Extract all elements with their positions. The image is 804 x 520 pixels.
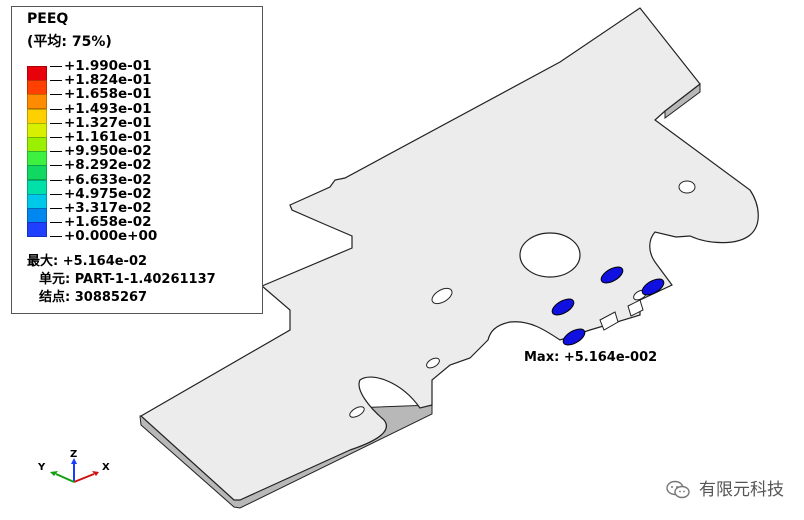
slot-small [426, 357, 440, 369]
tick-label: +1.658e-02 [50, 214, 152, 231]
notch-2 [627, 299, 644, 317]
element-id: 单元: PART-1-1.40261137 [39, 272, 216, 287]
color-scale [27, 66, 47, 246]
scale-band [27, 208, 47, 223]
tick-label: +6.633e-02 [50, 171, 152, 188]
small-hole [678, 180, 696, 194]
scale-band [27, 222, 47, 238]
tick-label: +4.975e-02 [50, 185, 152, 202]
max-value: 最大: +5.164e-02 [27, 254, 148, 269]
tick-label: +3.317e-02 [50, 200, 152, 216]
scale-band [27, 108, 47, 124]
plate-top [139, 7, 759, 501]
axis-x-label: X [102, 462, 110, 473]
tick-label: +1.161e-01 [50, 129, 152, 145]
tick-label: +1.327e-01 [50, 114, 152, 131]
scale-band [27, 165, 47, 181]
watermark: 有限元科技 [665, 475, 784, 500]
watermark-text: 有限元科技 [699, 480, 784, 500]
axis-z-label: Z [70, 449, 77, 460]
scale-band [27, 193, 47, 209]
scale-band [27, 151, 47, 167]
scale-band [27, 137, 47, 152]
tick-label: +1.990e-01 [50, 58, 152, 74]
scale-band [27, 122, 47, 138]
tick-label: +1.658e-01 [50, 86, 152, 103]
node-id: 结点: 30885267 [39, 290, 148, 305]
axis-triad: Z X Y [37, 449, 110, 483]
tick-label: +8.292e-02 [50, 157, 152, 174]
scale-band [27, 179, 47, 195]
scale-band [27, 80, 47, 96]
hot-spots [551, 266, 665, 346]
large-hole [519, 232, 581, 278]
tick-label: +0.000e+00 [49, 228, 158, 245]
scale-band [27, 66, 47, 81]
scale-band [27, 94, 47, 110]
legend-title: PEEQ [27, 11, 69, 27]
tick-label: +1.824e-01 [50, 72, 152, 89]
axis-y-label: Y [37, 462, 46, 473]
tick-label: +9.950e-02 [50, 143, 152, 160]
wechat-icon [665, 480, 690, 500]
legend-panel: PEEQ (平均: 75%) +1.990e-01+1.824e-01+1.65… [11, 6, 263, 314]
max-annotation: Max: +5.164e-002 [524, 350, 658, 365]
slot-left [431, 287, 453, 305]
slot-bottom [349, 406, 365, 418]
legend-subtitle: (平均: 75%) [27, 34, 112, 50]
tick-label: +1.493e-01 [50, 100, 152, 117]
notch-1 [599, 311, 619, 331]
